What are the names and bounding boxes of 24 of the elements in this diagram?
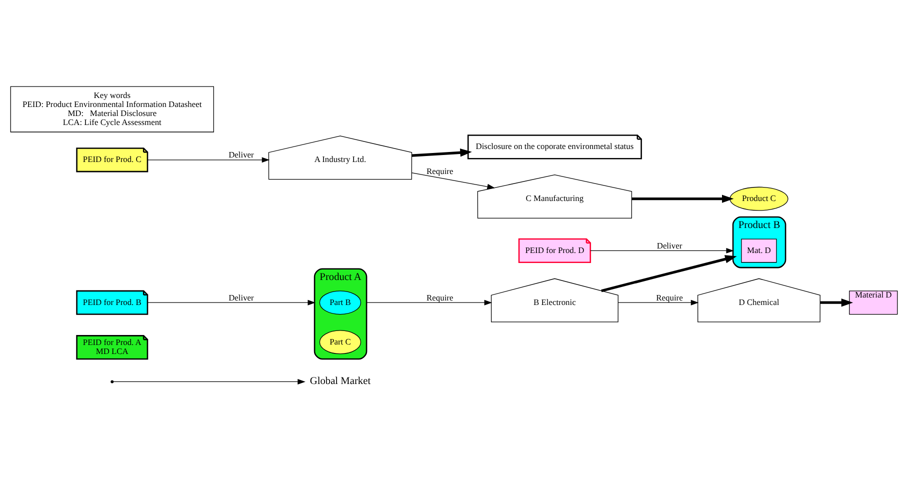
node-box: Key words PEID: Product Environmental Information Datasheet MD: Material Disclosure LCA: Life Cycle Assessment — [10, 86, 214, 132]
edge-label: Require — [426, 292, 454, 302]
edge-label: Require — [656, 292, 683, 302]
arrow — [820, 298, 854, 306]
node-ellipse: Part C — [319, 330, 362, 354]
arrow — [618, 299, 699, 305]
edge-label: Deliver — [228, 292, 254, 302]
node-box: Material D — [849, 290, 898, 314]
arrow — [147, 299, 316, 305]
node-text: Global Market — [310, 376, 371, 387]
arrow — [412, 172, 496, 189]
arrow — [366, 299, 492, 305]
node-ellipse: Part B — [319, 290, 362, 314]
edge-label: Require — [426, 165, 454, 176]
node-box: Mat. D — [741, 238, 777, 262]
arrow — [590, 247, 734, 253]
arrow — [113, 378, 306, 384]
edge-label: Deliver — [656, 240, 682, 250]
node-ellipse: Product C — [730, 186, 788, 210]
edge-label: Deliver — [228, 149, 254, 160]
arrow — [412, 148, 472, 156]
arrow — [632, 194, 734, 202]
arrow — [147, 156, 270, 162]
arrow — [601, 254, 737, 292]
